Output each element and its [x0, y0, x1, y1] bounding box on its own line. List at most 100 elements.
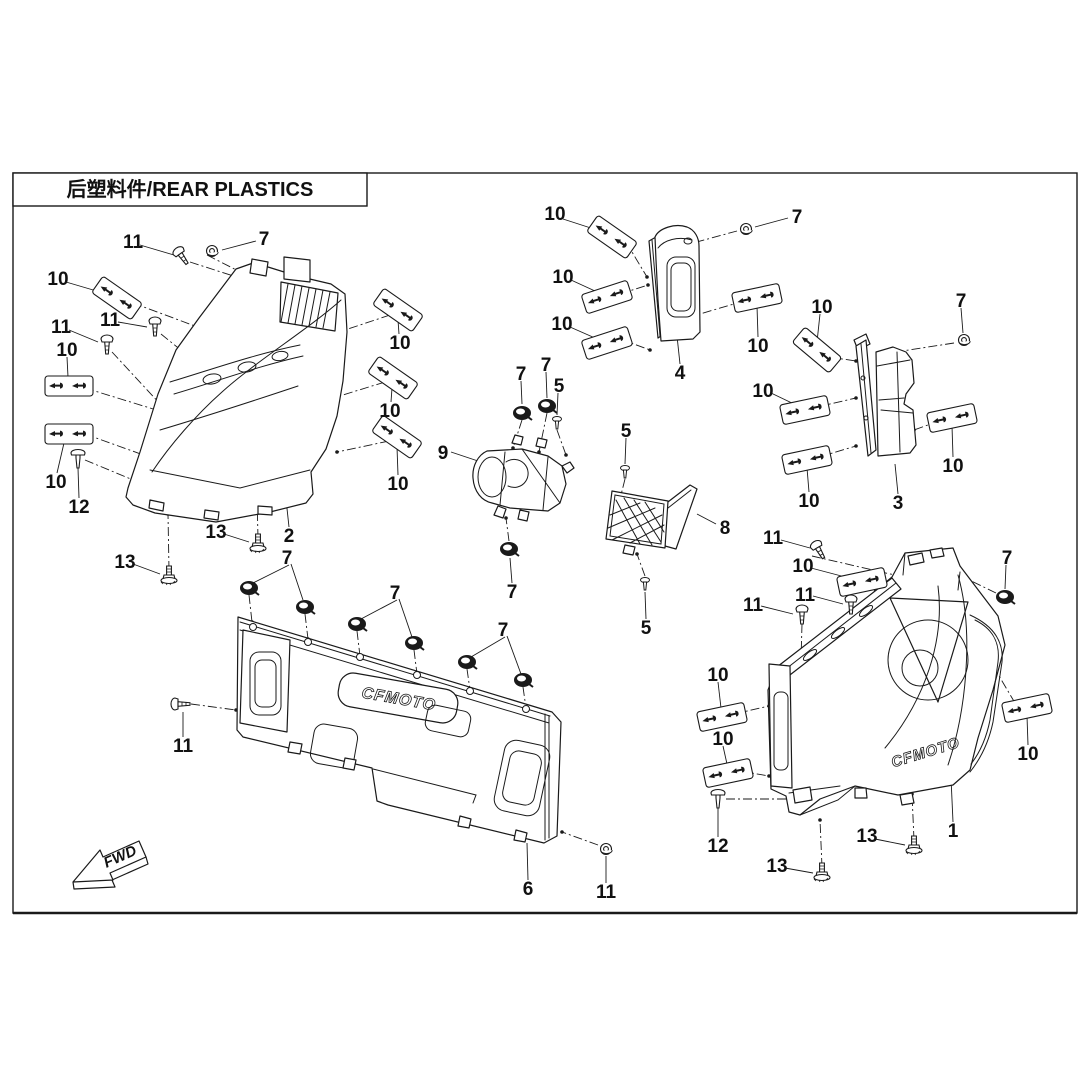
- leader-line-dashed: [538, 412, 548, 453]
- page-title: 后塑料件/REAR PLASTICS: [67, 177, 314, 201]
- leader-line: [806, 467, 810, 493]
- screw-pan-icon: [100, 334, 114, 355]
- clip-plate-icon: [701, 757, 755, 789]
- leader-line: [139, 244, 175, 256]
- leader-endpoint-dot: [635, 552, 639, 556]
- callout-number-1: 1: [948, 821, 959, 842]
- leader-line: [770, 392, 795, 405]
- leader-line: [396, 446, 399, 476]
- callout-number-5: 5: [554, 376, 565, 397]
- screw-button-icon: [995, 589, 1016, 605]
- callout-number-10: 10: [47, 269, 68, 290]
- callout-number-10: 10: [45, 472, 66, 493]
- leader-line: [722, 745, 728, 765]
- leader-endpoint-dot: [854, 359, 858, 363]
- callout-number-11: 11: [51, 317, 72, 338]
- clip-plate-icon: [778, 394, 832, 426]
- callout-number-13: 13: [114, 552, 135, 573]
- leader-line: [68, 329, 99, 343]
- nut-icon: [205, 244, 219, 258]
- leader-line: [470, 636, 506, 658]
- callout-number-6: 6: [523, 879, 534, 900]
- callout-number-7: 7: [259, 229, 270, 250]
- callout-number-10: 10: [1017, 744, 1038, 765]
- leader-line: [1026, 715, 1029, 746]
- callout-number-11: 11: [596, 882, 617, 903]
- callout-number-11: 11: [100, 310, 121, 331]
- leader-line: [77, 467, 80, 499]
- leader-line: [644, 591, 647, 620]
- callout-number-2: 2: [284, 526, 295, 547]
- leader-line: [760, 605, 794, 615]
- leader-line: [223, 533, 250, 543]
- clip-plate-icon: [586, 214, 638, 260]
- callout-number-10: 10: [387, 474, 408, 495]
- callout-number-7: 7: [792, 207, 803, 228]
- leader-line-dashed: [167, 513, 170, 571]
- part-8-louver-panel: [605, 484, 698, 556]
- callout-number-10: 10: [707, 665, 728, 686]
- leader-endpoint-dot: [646, 283, 650, 287]
- callout-number-5: 5: [621, 421, 632, 442]
- screw-small-icon: [640, 577, 650, 591]
- nut-icon: [599, 842, 613, 856]
- leader-line-dashed: [84, 387, 164, 413]
- screw-pan-icon: [148, 316, 162, 337]
- leader-line: [624, 437, 627, 465]
- leader-line: [117, 321, 148, 328]
- bolt-icon: [813, 862, 831, 883]
- clip-plate-icon: [791, 326, 843, 374]
- leader-line-dashed: [111, 351, 176, 421]
- screw-small-icon: [552, 416, 562, 430]
- screw-pan-icon: [170, 697, 191, 711]
- callout-number-10: 10: [747, 336, 768, 357]
- callout-number-13: 13: [856, 826, 877, 847]
- callout-number-11: 11: [743, 595, 764, 616]
- bolt-icon: [160, 565, 178, 586]
- callout-number-13: 13: [766, 856, 787, 877]
- leader-line: [960, 307, 964, 334]
- leader-line-dashed: [561, 831, 599, 846]
- callout-number-10: 10: [752, 381, 773, 402]
- leader-line: [951, 425, 954, 458]
- leader-line-dashed: [356, 630, 361, 657]
- callout-number-10: 10: [792, 556, 813, 577]
- leader-line: [1004, 564, 1007, 590]
- leader-line-dashed: [692, 230, 738, 244]
- leader-line: [570, 279, 596, 292]
- leader-endpoint-dot: [854, 396, 858, 400]
- callout-number-10: 10: [712, 729, 733, 750]
- callout-number-10: 10: [379, 401, 400, 422]
- leader-line: [696, 513, 717, 525]
- leader-line: [526, 842, 529, 881]
- leader-endpoint-dot: [818, 818, 822, 822]
- leader-line-dashed: [190, 703, 237, 711]
- leader-line-dashed: [413, 649, 418, 675]
- screw-button-icon: [512, 405, 533, 421]
- fwd-arrow: FWD: [72, 840, 149, 890]
- leader-endpoint-dot: [854, 444, 858, 448]
- leader-endpoint-dot: [335, 450, 339, 454]
- vent-grille: [279, 281, 339, 332]
- clip-plate-icon: [580, 279, 634, 315]
- leader-line-dashed: [895, 342, 955, 353]
- callout-number-10: 10: [389, 333, 410, 354]
- callout-number-7: 7: [1002, 548, 1013, 569]
- leader-line: [252, 564, 290, 584]
- screw-small-icon: [620, 465, 630, 479]
- nut-icon: [957, 333, 971, 347]
- leader-line: [290, 563, 304, 601]
- callout-number-7: 7: [390, 583, 401, 604]
- callout-number-7: 7: [541, 355, 552, 376]
- leader-line: [545, 371, 548, 399]
- leader-line: [754, 217, 789, 228]
- leader-endpoint-dot: [504, 516, 508, 520]
- leader-line: [780, 539, 811, 549]
- screw-button-icon: [513, 672, 534, 688]
- clip-plate-icon: [367, 355, 419, 401]
- leader-endpoint-dot: [648, 348, 652, 352]
- screw-button-icon: [457, 654, 478, 670]
- leader-line-dashed: [556, 429, 567, 456]
